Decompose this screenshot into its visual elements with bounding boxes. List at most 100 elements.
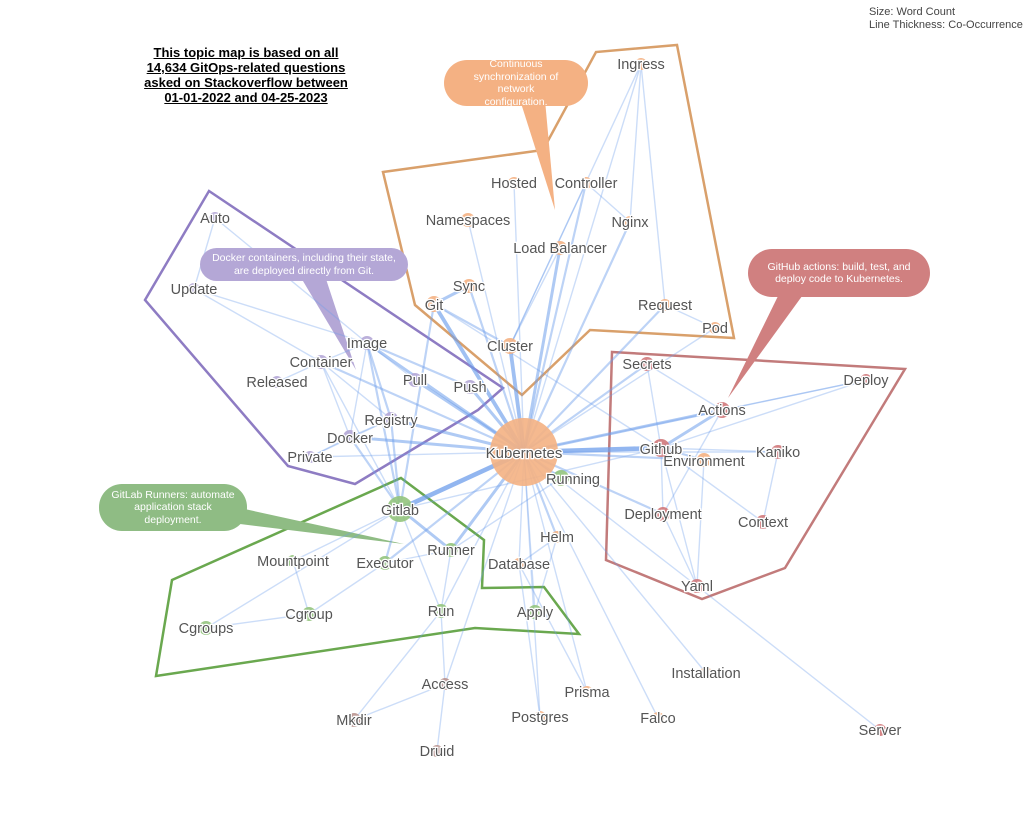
node-label-deployment: Deployment <box>624 507 701 523</box>
node-github: Github <box>638 439 684 459</box>
node-deployment: Deployment <box>623 506 703 525</box>
edge-kubernetes-pod <box>523 327 716 453</box>
edge-actions-deployment <box>662 409 723 515</box>
edge-nginx-ingress <box>629 63 642 223</box>
node-load-balancer: Load Balancer <box>512 240 608 259</box>
node-label-executor: Executor <box>356 556 413 572</box>
node-circle-namespaces <box>461 213 475 227</box>
edge-mountpoint-cgroup <box>292 560 310 615</box>
callout-gitlab-line-1: GitLab Runners: automate <box>111 488 235 501</box>
node-helm: Helm <box>539 529 575 548</box>
node-private: Private <box>286 449 334 468</box>
node-circle-update <box>188 283 200 295</box>
edge-github-kaniko <box>660 447 779 453</box>
intro-line-3: asked on Stackoverflow between <box>144 75 348 90</box>
node-label-gitlab: Gitlab <box>381 503 419 519</box>
callout-continuous-sync: Continuous synchronization of network co… <box>444 58 588 108</box>
callout-pointer-gitlab <box>240 508 404 544</box>
callout-continuous-line-3: configuration. <box>484 95 548 108</box>
edge-github-deployment <box>660 447 664 515</box>
node-circle-access <box>439 678 451 690</box>
node-circle-run <box>434 604 448 618</box>
edge-run-mkdir <box>353 610 442 721</box>
edge-kubernetes-ingress <box>523 63 642 453</box>
node-label-actions: Actions <box>698 403 746 419</box>
edge-cluster-load-balancer <box>509 247 561 347</box>
node-circle-context <box>756 515 770 529</box>
edge-kubernetes-yaml <box>523 451 698 587</box>
node-run: Run <box>426 603 455 622</box>
node-label-mkdir: Mkdir <box>336 713 372 729</box>
node-pull: Pull <box>402 372 429 391</box>
node-label-update: Update <box>171 282 218 298</box>
edge-gitlab-docker <box>348 435 402 511</box>
callout-gitlab-line-2: application stack <box>134 501 212 514</box>
node-circle-mountpoint <box>287 555 299 567</box>
node-circle-gitlab <box>387 496 413 522</box>
legend-size-label: Size: Word Count <box>869 6 956 18</box>
edge-container-registry <box>320 361 392 420</box>
edge-actions-secrets <box>646 363 723 411</box>
node-label-installation: Installation <box>671 666 740 682</box>
node-mkdir: Mkdir <box>335 712 373 731</box>
edge-kubernetes-hosted <box>513 182 525 453</box>
node-circle-executor <box>378 556 392 570</box>
callout-pointer-docker <box>300 276 356 370</box>
edge-helm-database <box>518 536 558 565</box>
edge-kubernetes-nginx <box>522 220 632 454</box>
node-database: Database <box>487 556 552 575</box>
node-cgroups: Cgroups <box>177 620 234 639</box>
node-label-postgres: Postgres <box>511 710 568 726</box>
node-circle-cgroup <box>302 607 316 621</box>
node-access: Access <box>420 676 469 695</box>
node-label-server: Server <box>859 723 902 739</box>
cluster-boundary-purple <box>143 189 506 486</box>
edge-container-released <box>276 361 322 383</box>
edge-gitlab-registry <box>389 417 402 511</box>
node-label-container: Container <box>290 355 353 371</box>
node-label-access: Access <box>422 677 469 693</box>
edge-docker-container <box>320 361 351 438</box>
node-label-apply: Apply <box>517 605 554 621</box>
edge-gitlab-container <box>320 361 401 510</box>
callout-docker-line-1: Docker containers, including their state… <box>212 252 396 264</box>
callout-gitlab-runners: GitLab Runners: automate application sta… <box>99 484 247 531</box>
edge-kubernetes-controller <box>522 181 588 454</box>
edge-runner-running <box>450 477 562 551</box>
callout-github-line-1: GitHub actions: build, test, and <box>767 260 911 273</box>
node-label-pull: Pull <box>403 373 427 389</box>
node-circle-released <box>271 376 283 388</box>
node-circle-falco <box>652 712 664 724</box>
node-label-registry: Registry <box>364 413 418 429</box>
node-label-load-balancer: Load Balancer <box>513 241 607 257</box>
node-circle-kaniko <box>771 445 785 459</box>
node-label-context: Context <box>738 515 788 531</box>
node-secrets: Secrets <box>621 356 673 375</box>
node-label-hosted: Hosted <box>491 176 537 192</box>
edge-git-github <box>433 303 662 449</box>
node-context: Context <box>737 514 789 533</box>
node-circle-hosted <box>508 177 520 189</box>
node-circle-installation <box>700 667 712 679</box>
node-label-ingress: Ingress <box>617 57 665 73</box>
node-circle-druid <box>431 745 443 757</box>
node-container: Container <box>288 354 354 373</box>
callout-docker-line-2: are deployed directly from Git. <box>233 264 375 277</box>
node-nginx: Nginx <box>610 214 650 233</box>
callout-gitlab-line-3: deployment. <box>144 513 202 526</box>
edge-runner-executor <box>384 549 452 564</box>
node-circle-image <box>360 336 374 350</box>
node-circle-controller <box>580 177 592 189</box>
callout-continuous-line-2: synchronization of network <box>473 70 559 96</box>
node-installation: Installation <box>670 665 742 684</box>
node-label-cluster: Cluster <box>487 339 533 355</box>
node-label-running: Running <box>546 472 600 488</box>
node-image: Image <box>346 335 389 354</box>
edge-image-docker <box>349 342 368 438</box>
edge-access-druid <box>436 683 446 752</box>
node-circle-prisma <box>581 686 593 698</box>
node-server: Server <box>857 722 902 741</box>
node-label-private: Private <box>287 450 332 466</box>
